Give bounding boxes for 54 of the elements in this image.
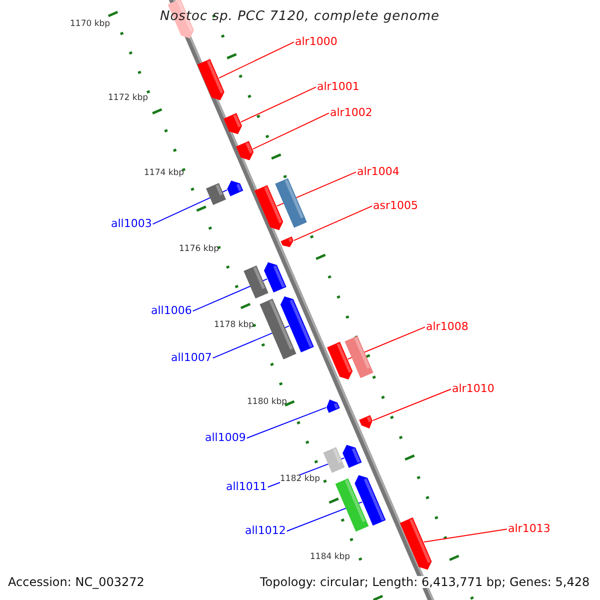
scale-label: 1176 kbp [179,244,220,253]
gene-feature [344,336,374,378]
gene-feature [275,178,307,228]
gene-label: all1007 [171,352,212,362]
gene-feature [197,58,224,100]
gene-feature [323,447,345,473]
gene-feature [206,182,226,206]
gene-feature [280,236,294,248]
gene-feature [354,475,386,526]
gene-label: alr1000 [295,36,338,46]
gene-feature [227,180,244,196]
leader-line [372,388,452,421]
leader-line [240,86,316,123]
scale-label: 1170 kbp [70,20,110,28]
gene-label: alr1010 [452,382,494,394]
genome-info: Topology: circular; Length: 6,413,771 bp; Genes: 5,428 [260,576,590,588]
leader-line [246,407,327,439]
scale-label: 1178 kbp [214,320,254,329]
gene-label: alr1004 [357,166,400,176]
scale-label: 1180 kbp [247,398,288,406]
gene-feature [244,265,268,299]
scale-label: 1174 kbp [144,168,184,177]
gene-feature [335,478,369,532]
gene-feature [327,342,353,380]
scale-label: 1182 kbp [280,474,320,483]
gene-feature [342,444,362,468]
leader-line [218,42,294,79]
gene-label: alr1013 [508,522,550,534]
gene-feature [359,415,372,428]
gene-feature [260,298,296,360]
leader-line [252,112,330,150]
gene-feature [400,517,432,570]
gene-label: all1006 [151,304,192,316]
leader-line [423,528,508,543]
gene-label: all1011 [226,480,267,492]
gene-label: all1012 [245,524,286,536]
scale-label: 1184 kbp [310,552,350,561]
gene-label: all1009 [205,432,246,442]
gene-label: alr1001 [317,80,360,92]
gene-feature [224,113,242,134]
leader-line [293,206,372,241]
scale-label: 1172 kbp [108,94,148,102]
gene-feature [254,185,284,230]
gene-feature [264,262,286,293]
genome-info: Accession: NC_003272 [8,576,144,588]
gene-label: alr1002 [330,106,372,118]
gene-label: alr1008 [426,320,468,332]
map-title: Nostoc sp. PCC 7120, complete genome [160,10,440,23]
gene-label: all1003 [111,218,152,228]
gene-label: asr1005 [373,200,418,210]
gene-feature [280,296,314,352]
leader-line [152,189,228,225]
gene-feature [236,140,254,160]
gene-feature [326,400,340,413]
